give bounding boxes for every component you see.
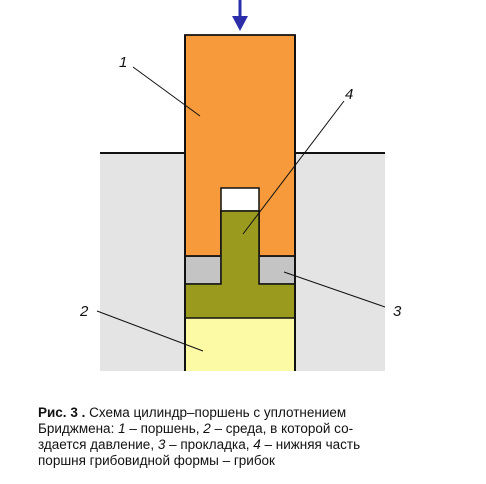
caption-text-6: – прокладка, [165, 437, 254, 452]
bridgman-seal-diagram: 1 4 3 2 [79, 0, 402, 371]
caption-ref-4: 4 [253, 437, 261, 452]
leader-line-1 [132, 66, 201, 117]
callout-2: 2 [79, 303, 89, 320]
arrow-down-icon [232, 0, 248, 31]
leader-line-4 [242, 100, 345, 235]
caption-text-5: здается давление, [38, 437, 158, 452]
figure-caption: Рис. 3 . Схема цилиндр–поршень с уплотне… [38, 405, 458, 469]
callout-1: 1 [119, 54, 127, 71]
gasket-right [258, 255, 296, 285]
gasket-left [184, 255, 222, 285]
leader-line-2 [96, 310, 204, 352]
caption-text-7: – нижняя часть [260, 437, 361, 452]
caption-ref-1: 1 [118, 421, 126, 436]
callout-4: 4 [345, 86, 353, 103]
caption-text-1: Схема цилиндр–поршень с уплотнением [89, 405, 347, 420]
caption-text-3: – поршень, [125, 421, 204, 436]
caption-text-2: Бриджмена: [38, 421, 119, 436]
caption-text-8: поршня грибовидной формы – грибок [38, 453, 275, 468]
medium-region [185, 318, 295, 371]
cylinder-right-wall [295, 153, 385, 371]
caption-ref-3: 3 [157, 437, 166, 452]
piston-cavity [220, 187, 260, 212]
callout-3: 3 [393, 303, 402, 320]
leader-line-3 [283, 271, 386, 308]
cylinder-left-wall [100, 153, 185, 371]
caption-text-4: – среда, в которой со- [210, 421, 354, 436]
caption-ref-2: 2 [203, 421, 211, 436]
caption-label: Рис. 3 . [38, 405, 86, 420]
